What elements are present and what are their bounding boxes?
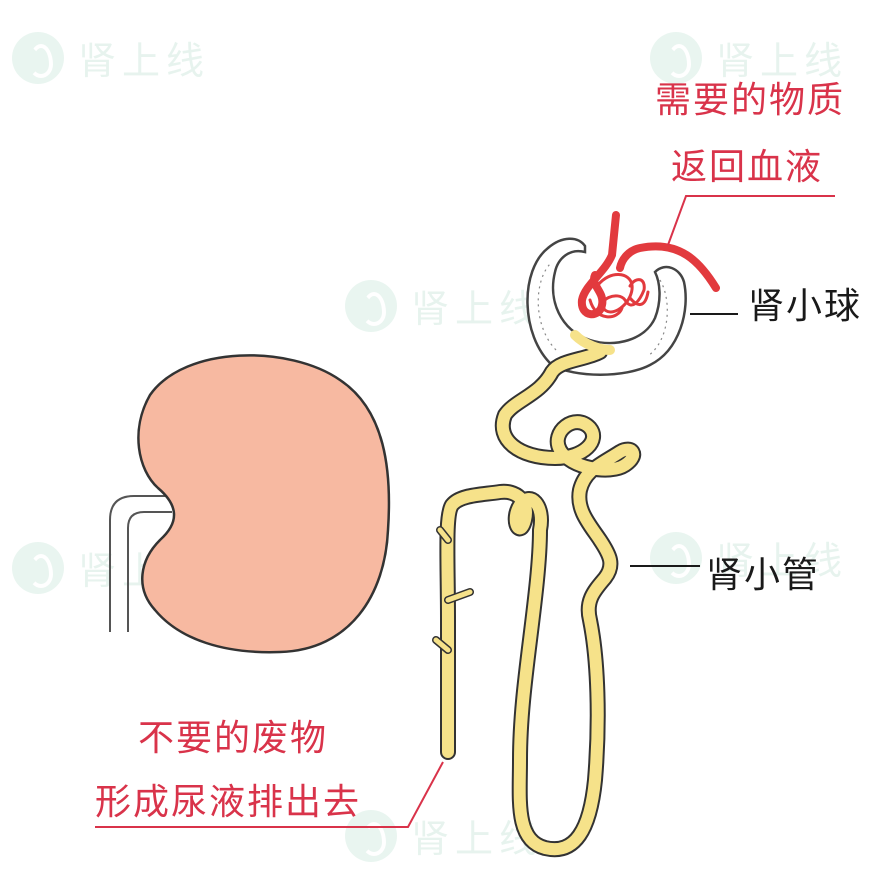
blood-return-label-line2: 返回血液 xyxy=(671,147,824,188)
bowman-capsule xyxy=(526,237,687,376)
kidney-logo-icon xyxy=(650,31,702,84)
kidney-logo-icon xyxy=(345,279,397,332)
kidney-logo-icon xyxy=(12,541,64,594)
ureter xyxy=(109,495,172,632)
renal-tubule xyxy=(432,330,641,858)
kidney xyxy=(137,354,391,654)
waste-label-line1: 不要的废物 xyxy=(138,718,329,759)
kidney-logo-icon xyxy=(12,31,64,84)
watermark-text: 肾上线 xyxy=(716,39,849,83)
watermark: 肾上线 xyxy=(650,530,848,585)
leader-lines xyxy=(95,195,835,828)
kidney-logo-icon xyxy=(345,809,397,862)
blood-return-label-line1: 需要的物质 xyxy=(655,80,846,121)
tubule-label: 肾小管 xyxy=(706,555,821,596)
watermark: 肾上线 xyxy=(345,278,543,333)
kidney-logo-icon xyxy=(650,531,702,584)
waste-label-line2: 形成尿液排出去 xyxy=(95,782,362,823)
watermark-text: 肾上线 xyxy=(716,539,849,583)
glomerulus-capillaries xyxy=(577,211,720,319)
watermark: 肾上线 xyxy=(650,30,848,85)
watermark-text: 肾上线 xyxy=(411,287,544,331)
glomerulus-label: 肾小球 xyxy=(748,286,863,327)
watermark-text: 肾上线 xyxy=(78,39,211,83)
watermark: 肾上线 xyxy=(12,30,210,85)
